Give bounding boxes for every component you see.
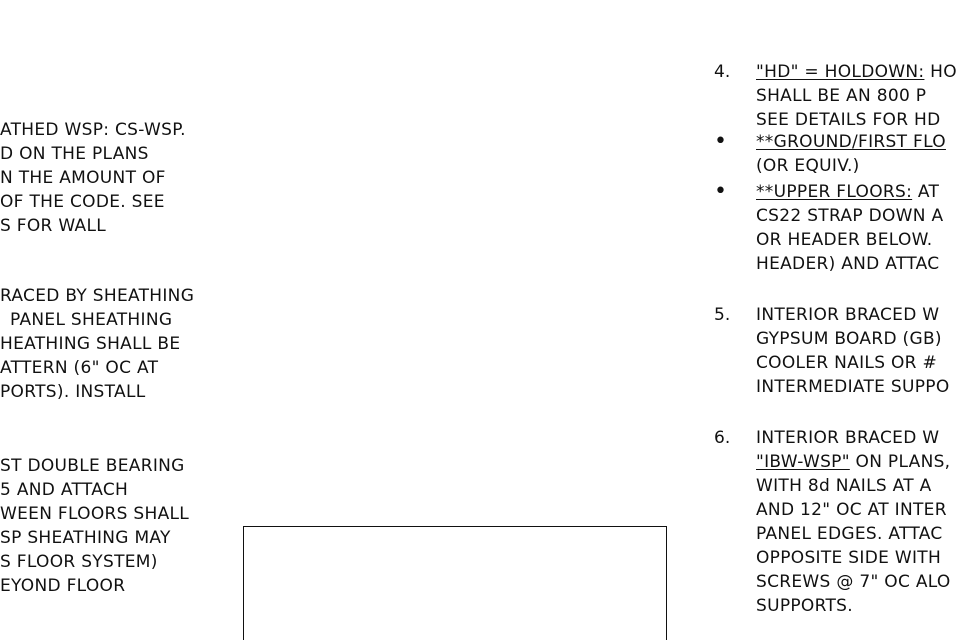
left-text-line: OF THE CODE. SEE [0, 192, 165, 212]
left-text-line: ST DOUBLE BEARING [0, 456, 185, 476]
note-6-line: SCREWS @ 7" OC ALO [756, 572, 951, 592]
left-text-line: RACED BY SHEATHING [0, 286, 195, 306]
note-6-line: OPPOSITE SIDE WITH [756, 548, 942, 568]
left-text-line: PORTS). INSTALL [0, 382, 146, 402]
note-4-line: SEE DETAILS FOR HD [756, 110, 941, 130]
bullet-line: (OR EQUIV.) [756, 156, 860, 176]
note-5-line: INTERIOR BRACED W [756, 305, 940, 325]
note-5-line: COOLER NAILS OR # [756, 353, 938, 373]
note-number: 4. [714, 62, 731, 82]
bullet-heading-line: **UPPER FLOORS: AT [756, 180, 939, 204]
note-6-heading-line: "IBW-WSP" ON PLANS, [756, 450, 950, 474]
left-text-line: EYOND FLOOR [0, 576, 126, 596]
bullet-line: CS22 STRAP DOWN A [756, 206, 944, 226]
note-6-line: SUPPORTS. [756, 596, 853, 616]
bullet-line: OR HEADER BELOW. [756, 230, 933, 250]
note-6-heading-rest: ON PLANS, [849, 452, 951, 472]
note-5-line: INTERMEDIATE SUPPO [756, 377, 950, 397]
note-4-heading-rest: HO [924, 62, 957, 82]
note-6-heading: "IBW-WSP" [756, 452, 850, 472]
left-text-line: D ON THE PLANS [0, 144, 149, 164]
left-text-line: N THE AMOUNT OF [0, 168, 166, 188]
left-text-line: S FOR WALL [0, 216, 107, 236]
note-4-line: SHALL BE AN 800 P [756, 86, 927, 106]
left-text-line: ATHED WSP: CS-WSP. [0, 120, 186, 140]
bullet-heading: **UPPER FLOORS: [756, 182, 913, 202]
left-text-line: S FLOOR SYSTEM) [0, 552, 158, 572]
note-6-line: INTERIOR BRACED W [756, 428, 940, 448]
bullet-heading: **GROUND/FIRST FLO [756, 132, 946, 152]
bullet-symbol: • [714, 129, 727, 154]
note-6-line: WITH 8d NAILS AT A [756, 476, 932, 496]
detail-frame [243, 526, 667, 640]
left-text-line: ATTERN (6" OC AT [0, 358, 159, 378]
bullet-line: HEADER) AND ATTAC [756, 254, 940, 274]
left-text-line: WEEN FLOORS SHALL [0, 504, 190, 524]
bullet-heading-rest: AT [912, 182, 940, 202]
left-text-line: SP SHEATHING MAY [0, 528, 171, 548]
note-number: 5. [714, 305, 731, 325]
left-text-line: PANEL SHEATHING [10, 310, 173, 330]
bullet-heading-line: **GROUND/FIRST FLO [756, 130, 946, 154]
note-number: 6. [714, 428, 731, 448]
note-6-line: AND 12" OC AT INTER [756, 500, 947, 520]
note-4-heading: "HD" = HOLDOWN: [756, 62, 925, 82]
left-text-line: HEATHING SHALL BE [0, 334, 181, 354]
left-text-line: 5 AND ATTACH [0, 480, 129, 500]
bullet-symbol: • [714, 179, 727, 204]
note-4-heading-line: "HD" = HOLDOWN: HO [756, 60, 957, 84]
note-5-line: GYPSUM BOARD (GB) [756, 329, 942, 349]
note-6-line: PANEL EDGES. ATTAC [756, 524, 943, 544]
